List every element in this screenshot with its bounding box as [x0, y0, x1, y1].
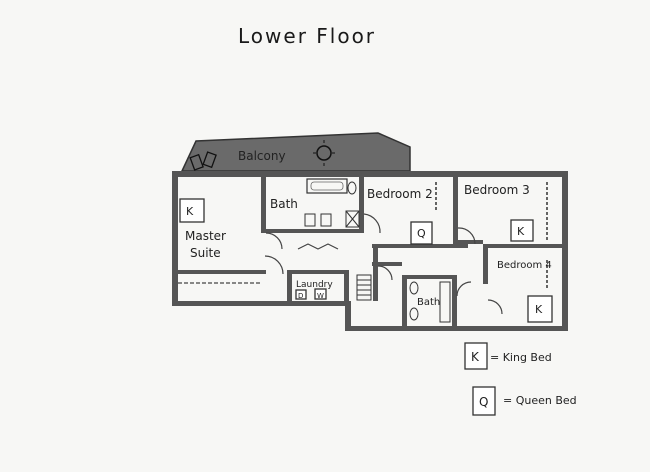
- bedroom4-king-bed: K: [527, 295, 553, 323]
- closet-marks: [435, 182, 548, 290]
- legend-symbol: K: [471, 350, 480, 364]
- dryer-letter: D: [298, 292, 303, 300]
- small-bath-fixtures-icon: [409, 281, 451, 323]
- bedroom3-king-bed: K: [510, 219, 534, 242]
- interior-walls: [178, 177, 562, 327]
- small-bath-label: Bath: [417, 297, 440, 308]
- legend: K = King Bed Q = Queen Bed: [464, 342, 577, 416]
- stairs-icon: [356, 274, 372, 301]
- legend-text: = King Bed: [490, 351, 552, 364]
- bed-letter: K: [517, 225, 525, 238]
- legend-text: = Queen Bed: [503, 394, 577, 407]
- bedroom2-label: Bedroom 2: [367, 187, 433, 201]
- balcony-label: Balcony: [238, 149, 286, 163]
- bed-letter: K: [186, 205, 194, 218]
- balcony-area: [180, 132, 411, 172]
- legend-item-king: K = King Bed: [464, 342, 552, 370]
- page-title: Lower Floor: [238, 24, 376, 48]
- master-king-bed: K: [179, 198, 205, 223]
- patio-table-icon: [313, 140, 335, 166]
- toilet-icon: [347, 181, 357, 195]
- bed-letter: K: [535, 303, 543, 316]
- legend-item-queen: Q = Queen Bed: [472, 386, 577, 416]
- master-suite-label-line2: Suite: [190, 246, 221, 260]
- bed-letter: Q: [417, 227, 426, 240]
- master-suite-label-line1: Master: [185, 229, 226, 243]
- bath-main-label: Bath: [270, 197, 298, 211]
- dryer-icon: D: [295, 289, 307, 300]
- patio-chairs-icon: [189, 151, 217, 171]
- bedroom4-label: Bedroom 4: [497, 260, 552, 271]
- bathtub-icon: [306, 178, 348, 194]
- washer-icon: W: [314, 288, 327, 300]
- door-swings: [178, 213, 503, 315]
- outer-walls: [172, 171, 568, 331]
- washer-letter: W: [317, 292, 324, 300]
- legend-symbol: Q: [479, 395, 488, 409]
- laundry-label: Laundry: [296, 280, 333, 290]
- sink-icon: [304, 213, 332, 227]
- bedroom3-label: Bedroom 3: [464, 183, 530, 197]
- shower-icon: [345, 210, 360, 228]
- bedroom2-queen-bed: Q: [410, 221, 433, 245]
